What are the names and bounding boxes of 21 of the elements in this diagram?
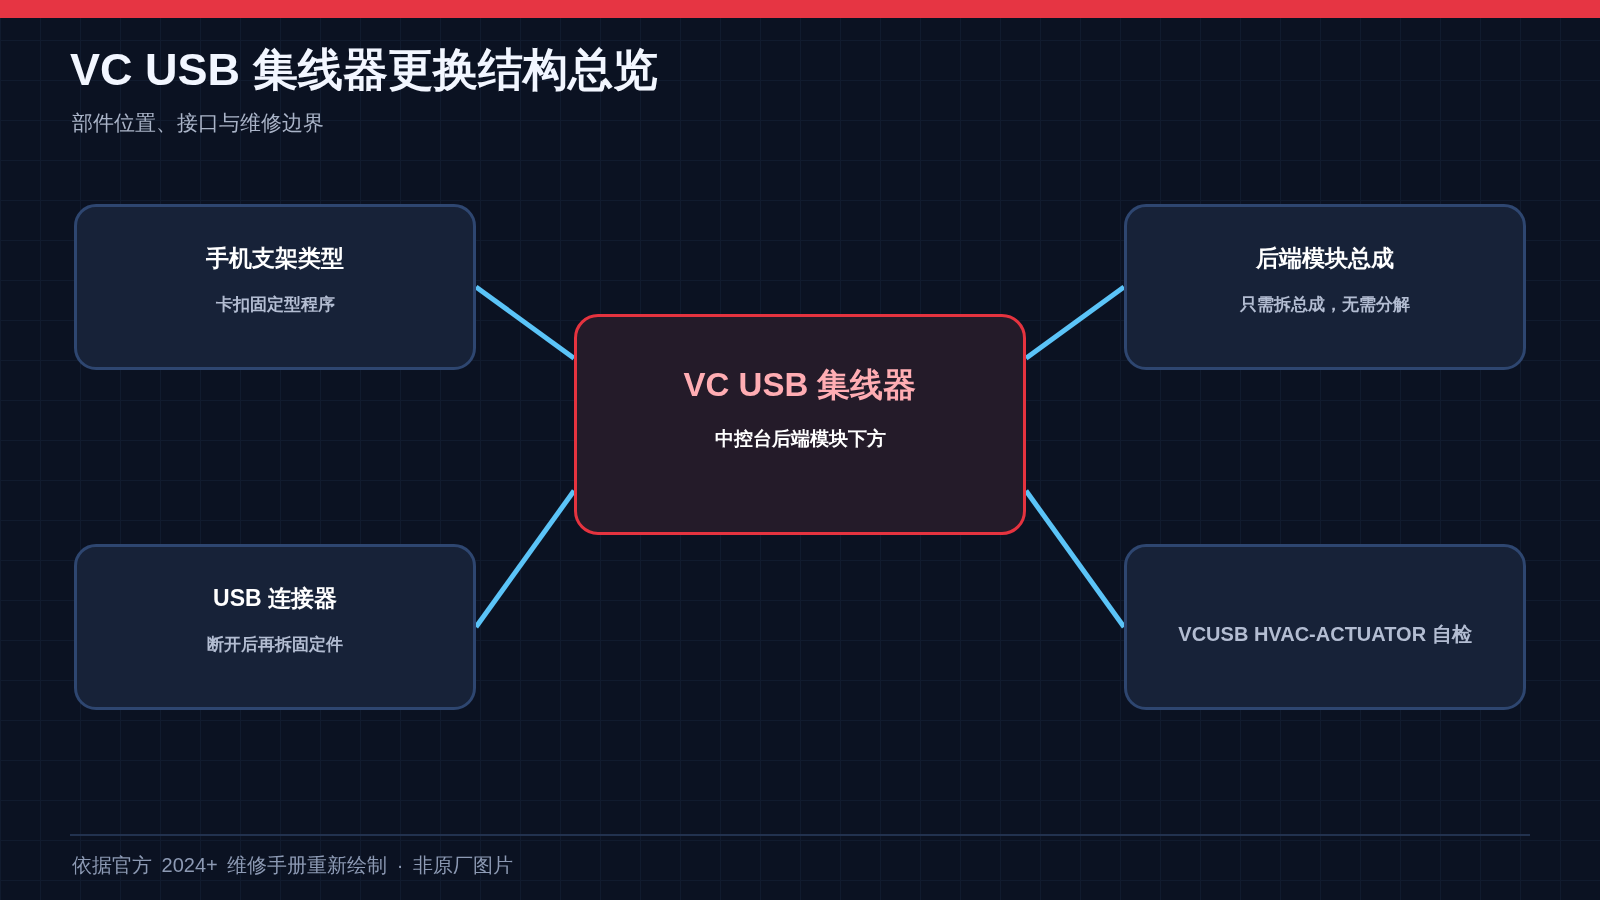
component-card xyxy=(1124,544,1526,710)
card-description: 中控台后端模块下方 xyxy=(714,427,886,451)
card-description: 断开后再拆固定件 xyxy=(207,634,343,656)
card-description: 卡扣固定型程序 xyxy=(215,294,335,316)
card-title: USB 连接器 xyxy=(213,584,337,613)
page-title: VC USB 集线器更换结构总览 xyxy=(70,43,658,97)
connector-line xyxy=(1024,284,1126,361)
component-card xyxy=(74,544,476,710)
component-card xyxy=(1124,204,1526,370)
component-card xyxy=(74,204,476,370)
page-subtitle: 部件位置、接口与维修边界 xyxy=(72,110,324,136)
card-title: 手机支架类型 xyxy=(206,244,344,273)
card-title: VC USB 集线器 xyxy=(683,365,917,405)
connector-line xyxy=(474,284,576,361)
footer-note: 依据官方 2024+ 维修手册重新绘制 · 非原厂图片 xyxy=(72,853,514,878)
connector-line xyxy=(473,489,577,629)
hub-card xyxy=(574,314,1026,535)
card-title: 后端模块总成 xyxy=(1256,244,1394,273)
card-description: 只需拆总成，无需分解 xyxy=(1240,294,1410,316)
card-description: VCUSB HVAC-ACTUATOR 自检 xyxy=(1178,622,1472,647)
connector-line xyxy=(1023,489,1127,629)
